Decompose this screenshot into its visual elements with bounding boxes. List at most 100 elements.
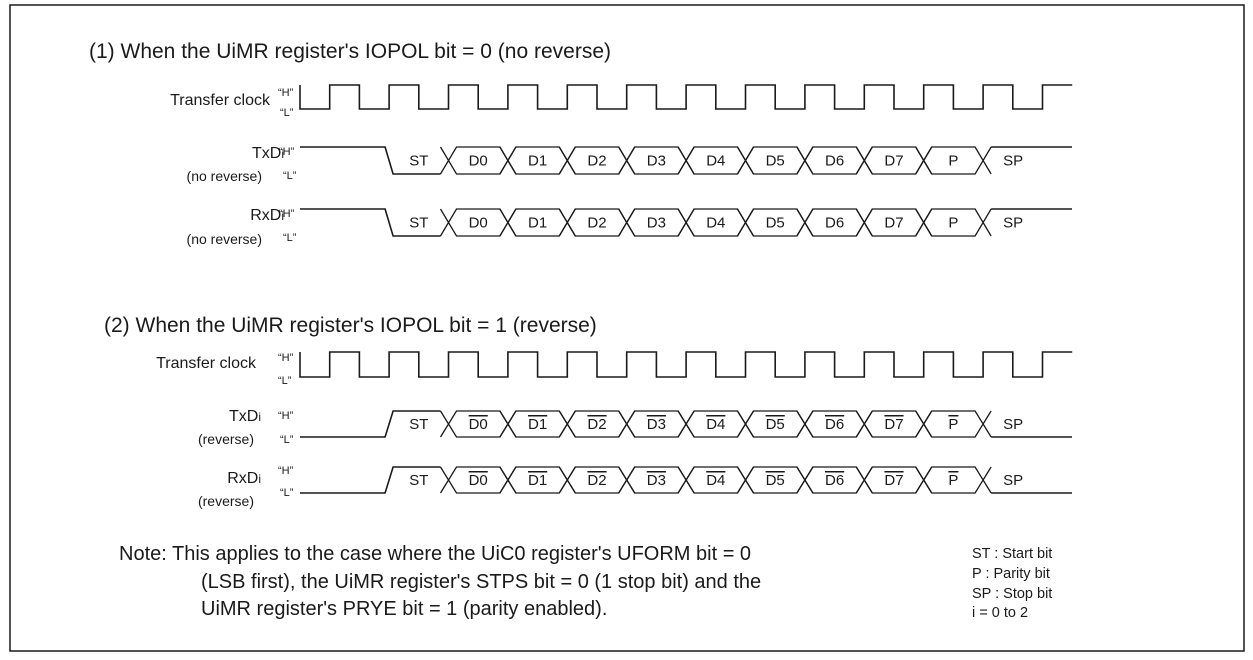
section1-rxd-bit-label-d2: D2 [587,215,606,232]
section2-txd-label: TxDi [229,408,261,425]
section1-clock-waveform [299,84,1073,110]
section2-txd-bit-label-d4: D4 [706,416,725,433]
section1-rxd-bit-label-d6: D6 [825,215,844,232]
section2-txd-bit-label-d3: D3 [647,416,666,433]
section1-txd-bit-label-d5: D5 [766,153,785,170]
section2-rxd-bit-label-d7: D7 [884,472,903,489]
section2-txd-bit-label-d7: D7 [884,416,903,433]
section1-txd-bit-label-d2: D2 [587,153,606,170]
section2-rxd-label: RxDi [227,470,261,487]
section1-txd-label: TxDi [252,145,284,162]
section2-clock-label: Transfer clock [156,355,257,372]
section2-rxd-bit-label-d3: D3 [647,472,666,489]
section2-rxd-bit-label-d0: D0 [469,472,488,489]
section2-txd-waveform: ST D0 D1 D2 D3 D4 D5 D6 D7 P SP [300,410,1072,438]
section2-rxd-bit-label-d5: D5 [766,472,785,489]
section1-heading: (1) When the UiMR register's IOPOL bit =… [89,40,611,63]
section2-rxd-bit-label-st: ST [409,472,428,489]
section1-rxd-bit-label-p: P [948,215,958,232]
section2-rxd-bit-label-p: P [948,472,958,489]
note-line-3: UiMR register's PRYE bit = 1 (parity ena… [201,598,607,620]
section2-txd-bit-label-d6: D6 [825,416,844,433]
section2-clock-level-h: “H” [278,352,294,364]
section1-rxd-bit-label-d7: D7 [884,215,903,232]
section1-txd-bit-label-d0: D0 [469,153,488,170]
section1-txd-level-h: “H” [279,146,295,158]
section1-rxd-start-transition [300,208,441,237]
section2-rxd-level-l: “L” [280,487,294,499]
section2-txd-bit-label-d2: D2 [587,416,606,433]
section1-txd-bit-label-d1: D1 [528,153,547,170]
section2-heading: (2) When the UiMR register's IOPOL bit =… [104,314,597,337]
section2-txd-paren: (reverse) [198,431,254,447]
section1-row-clock: Transfer clock “H” “L” [170,84,1073,119]
section1-rxd-bit-label-sp: SP [1003,215,1023,232]
section1-rxd-label: RxDi [250,207,284,224]
section1-rxd-level-l: “L” [283,232,297,244]
section1-rxd-bit-label-d5: D5 [766,215,785,232]
section2-rxd-paren: (reverse) [198,493,254,509]
legend-index-range: i = 0 to 2 [972,605,1028,621]
section2-rxd-bit-label-d4: D4 [706,472,725,489]
legend-parity-bit: P : Parity bit [972,566,1050,582]
section1-rxd-bit-label-d1: D1 [528,215,547,232]
legend: ST : Start bit P : Parity bit SP : Stop … [972,546,1052,621]
section2-rxd-bit-label-d2: D2 [587,472,606,489]
section2-txd-bit-label-d0: D0 [469,416,488,433]
note-line-2: (LSB first), the UiMR register's STPS bi… [201,571,761,593]
section2-rxd-waveform: ST D0 D1 D2 D3 D4 D5 D6 D7 P SP [300,466,1072,494]
section1-row-txd: TxDi (no reverse) “H” “L” ST D0 D1 D2 D3 D4 D5… [187,145,1072,184]
section1-rxd-bit-cell [915,208,992,237]
section2-txd-bit-label-d5: D5 [766,416,785,433]
section2-rxd-bit-label-d6: D6 [825,472,844,489]
section2-rxd-level-h: “H” [278,465,294,477]
note-line-1: Note: This applies to the case where the… [119,543,751,565]
section2-txd-level-h: “H” [278,410,294,422]
section1-clock-label: Transfer clock [170,92,271,109]
section2-row-txd: TxDi (reverse) “H” “L” ST D0 D1 D2 D3 D4 D5 D6 D… [198,408,1072,447]
figure-frame [9,4,1245,652]
section1-txd-level-l: “L” [283,170,297,182]
section1-clock-level-h: “H” [278,87,294,99]
section1-rxd-bit-label-st: ST [409,215,428,232]
section2-clock-waveform [299,351,1073,378]
section1-rxd-bit-label-d0: D0 [469,215,488,232]
section2-row-rxd: RxDi (reverse) “H” “L” ST D0 D1 D2 D3 D4 D5 D6 D… [198,465,1072,509]
section1-txd-bit-label-sp: SP [1003,153,1023,170]
section1-txd-bit-label-d7: D7 [884,153,903,170]
section1-rxd-waveform: ST D0 D1 D2 D3 D4 D5 D6 D7 P SP [300,208,1072,237]
section1-clock-level-l: “L” [280,107,294,119]
note: Note: This applies to the case where the… [119,543,761,620]
section2-clock-level-l: “L” [278,375,292,387]
legend-start-bit: ST : Start bit [972,546,1052,562]
section1-txd-waveform: ST D0 D1 D2 D3 D4 D5 D6 D7 P SP [300,146,1072,175]
section2-rxd-bit-cell [915,466,992,494]
section2-txd-level-l: “L” [280,434,294,446]
section1-txd-bit-label-d4: D4 [706,153,725,170]
section2-txd-bit-label-sp: SP [1003,416,1023,433]
section2-rxd-bit-label-d1: D1 [528,472,547,489]
section2-txd-start-transition [300,410,441,438]
section1-rxd-paren: (no reverse) [187,231,262,247]
section2-txd-bit-label-d1: D1 [528,416,547,433]
section2-rxd-start-transition [300,466,441,494]
section2-row-clock: Transfer clock “H” “L” [156,351,1073,387]
section1-rxd-level-h: “H” [279,208,295,220]
section1-txd-bit-cell [915,146,992,175]
section1-txd-bit-label-st: ST [409,153,428,170]
section1-txd-paren: (no reverse) [187,168,262,184]
section1-txd-bit-label-p: P [948,153,958,170]
section2-txd-bit-label-st: ST [409,416,428,433]
section2-txd-bit-cell [915,410,992,438]
legend-stop-bit: SP : Stop bit [972,586,1052,602]
section1-txd-bit-label-d6: D6 [825,153,844,170]
section2-rxd-bit-label-sp: SP [1003,472,1023,489]
section1-txd-start-transition [300,146,441,175]
section1-txd-bit-label-d3: D3 [647,153,666,170]
section1-rxd-bit-label-d3: D3 [647,215,666,232]
section1-rxd-bit-label-d4: D4 [706,215,725,232]
section1-row-rxd: RxDi (no reverse) “H” “L” ST D0 D1 D2 D3 D4 D5… [187,207,1072,247]
section2-txd-bit-label-p: P [948,416,958,433]
